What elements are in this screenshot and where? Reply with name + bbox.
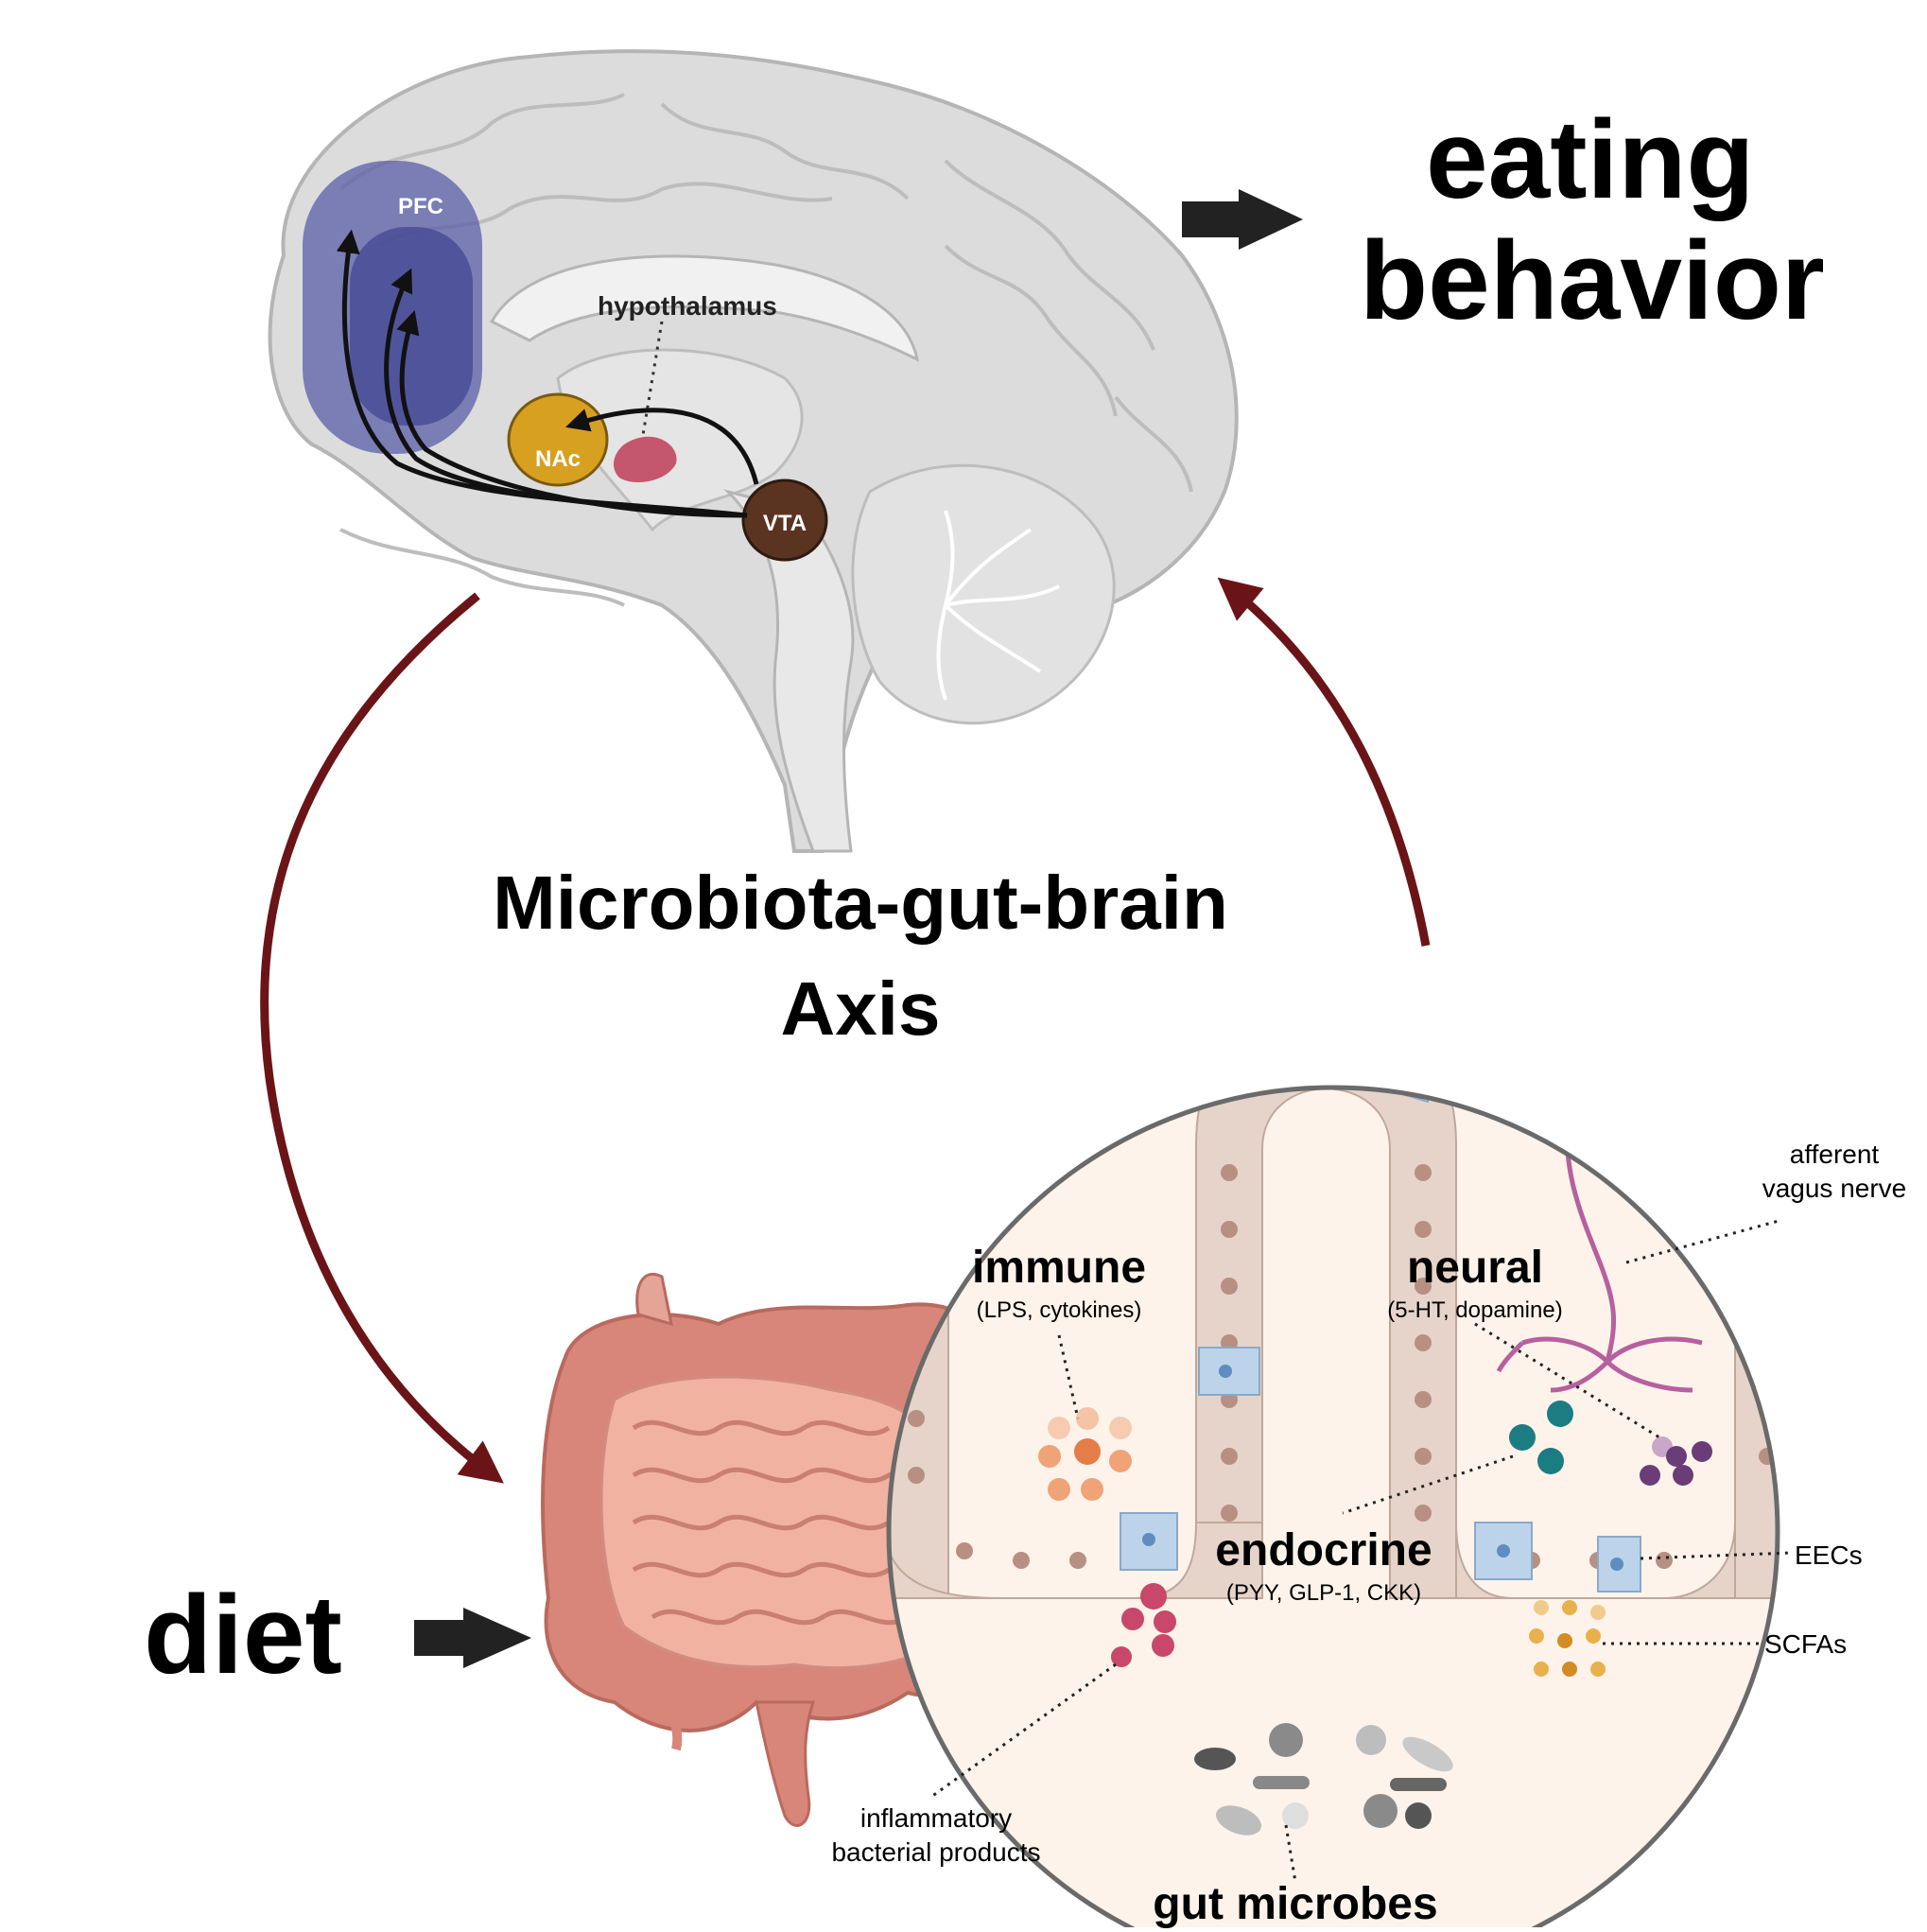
vta-region (741, 479, 828, 562)
scfa-dots (1529, 1600, 1606, 1677)
brain-to-gut-arrow (260, 592, 504, 1484)
inflammatory-label-line1: inflammatory (859, 1803, 1013, 1833)
scfas-label: SCFAs (1764, 1629, 1848, 1659)
behavior-label: behavior (1360, 218, 1825, 343)
axis-title-line2: Axis (780, 966, 941, 1051)
neural-subtitle: (5-HT, dopamine) (1387, 1297, 1563, 1323)
endocrine-title: endocrine (1215, 1525, 1432, 1575)
endocrine-subtitle: (PYY, GLP-1, CKK) (1225, 1580, 1422, 1606)
gut-microbes-label: gut microbes (1153, 1879, 1438, 1929)
gut-to-brain-arrow (1217, 577, 1431, 947)
afferent-label-line1: afferent (1789, 1140, 1880, 1169)
hypothalamus-label: hypothalamus (598, 291, 777, 321)
nac-label: NAc (534, 446, 581, 472)
pfc-label: PFC (398, 194, 443, 219)
immune-subtitle: (LPS, cytokines) (976, 1297, 1142, 1323)
inflammatory-products (1111, 1583, 1176, 1667)
hypothalamus-region (613, 436, 677, 482)
diet-label: diet (144, 1573, 342, 1697)
intestine-illustration (541, 1273, 1004, 1827)
immune-cells (1038, 1407, 1132, 1501)
microbes (1194, 1723, 1453, 1836)
gut-inset (886, 1085, 1780, 1932)
neural-transmitters (1640, 1436, 1712, 1486)
inflammatory-label-line2: bacterial products (831, 1837, 1041, 1867)
neural-title: neural (1406, 1243, 1544, 1293)
eating-label: eating (1426, 97, 1755, 222)
vta-label: VTA (762, 511, 807, 536)
axis-title-line1: Microbiota-gut-brain (493, 861, 1228, 945)
eecs-label: EECs (1795, 1540, 1863, 1570)
brain-illustration (268, 49, 1239, 853)
afferent-label-line2: vagus nerve (1762, 1174, 1907, 1203)
immune-title: immune (971, 1243, 1147, 1293)
endocrine-hormones (1509, 1401, 1573, 1474)
leader-lines (930, 1218, 1793, 1883)
